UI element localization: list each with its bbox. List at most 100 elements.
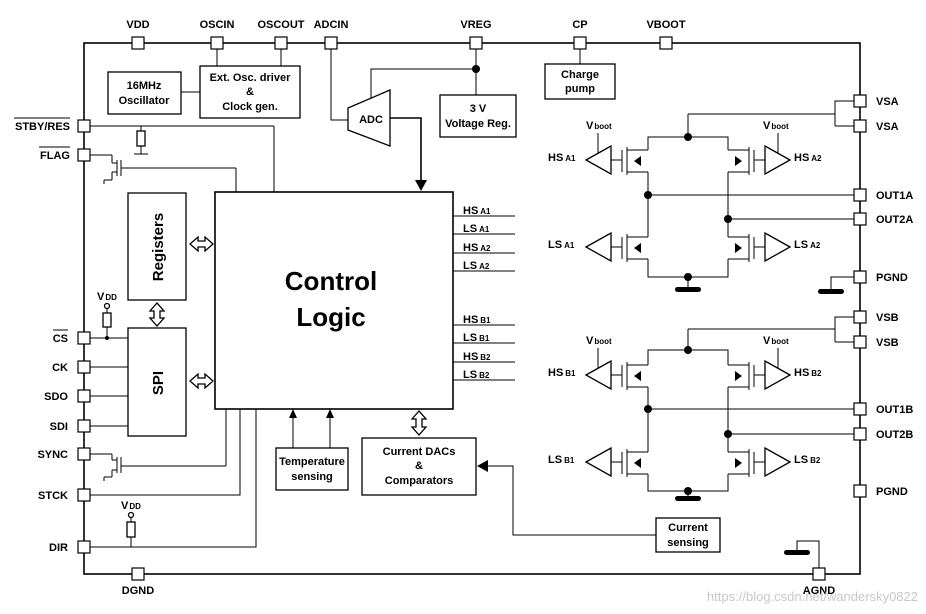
vdd-pullup-dir: VDD bbox=[121, 500, 141, 547]
pin-vdd-top[interactable] bbox=[131, 36, 145, 50]
pin-label-vsb-2: VSB bbox=[876, 337, 899, 349]
pin-label-vsa-2: VSA bbox=[876, 121, 899, 133]
pin-vsa-2[interactable] bbox=[853, 119, 867, 133]
control-logic-line-1: Control bbox=[285, 266, 377, 296]
ext-osc-line-2: & bbox=[246, 86, 254, 98]
pin-cs[interactable] bbox=[77, 331, 91, 345]
spi-logic-double-arrow-icon bbox=[189, 372, 214, 390]
pin-label-oscout: OSCOUT bbox=[257, 19, 304, 31]
pin-oscout[interactable] bbox=[274, 36, 288, 50]
pin-label-vreg: VREG bbox=[460, 19, 491, 31]
pin-sdo[interactable] bbox=[77, 389, 91, 403]
pin-label-pgnd-a: PGND bbox=[876, 272, 908, 284]
driver-ls-a1-icon bbox=[584, 231, 612, 263]
bridge-b-ground-icon bbox=[675, 496, 701, 501]
pin-label-vsb-1: VSB bbox=[876, 312, 899, 324]
adc-arrow-icon bbox=[415, 180, 427, 191]
pin-sync[interactable] bbox=[77, 447, 91, 461]
pin-vsb-1[interactable] bbox=[853, 310, 867, 324]
pin-label-out1b: OUT1B bbox=[876, 404, 913, 416]
pin-dgnd[interactable] bbox=[131, 567, 145, 581]
temperature-sensing-block: Temperature sensing bbox=[275, 447, 349, 491]
pin-cp[interactable] bbox=[573, 36, 587, 50]
driver-ls-b2-icon bbox=[764, 446, 792, 478]
control-logic-line-2: Logic bbox=[296, 302, 365, 332]
pin-vreg[interactable] bbox=[469, 36, 483, 50]
pin-label-adcin: ADCIN bbox=[314, 19, 349, 31]
pin-stby-res[interactable] bbox=[77, 119, 91, 133]
charge-pump-line-1: Charge bbox=[561, 69, 599, 81]
pin-oscin[interactable] bbox=[210, 36, 224, 50]
pin-sdi[interactable] bbox=[77, 419, 91, 433]
pin-pgnd-b[interactable] bbox=[853, 484, 867, 498]
watermark-text: https://blog.csdn.net/wandersky0822 bbox=[707, 589, 918, 604]
adc-label: ADC bbox=[359, 114, 383, 126]
current-dacs-block: Current DACs & Comparators bbox=[361, 437, 477, 496]
pin-label-stby-res: STBY/RES bbox=[15, 121, 70, 133]
bridge-a-vboot-right: Vboot bbox=[763, 120, 789, 132]
charge-pump-line-2: pump bbox=[565, 83, 595, 95]
pin-stck[interactable] bbox=[77, 488, 91, 502]
pin-vboot[interactable] bbox=[659, 36, 673, 50]
pin-label-agnd: AGND bbox=[803, 585, 835, 597]
registers-label: Registers bbox=[150, 213, 167, 281]
pin-label-sdi: SDI bbox=[50, 421, 68, 433]
vdd-pullup-spi: VDD bbox=[97, 291, 117, 340]
stby-res-circuit bbox=[90, 125, 275, 192]
logic-dacs-double-arrow-icon bbox=[410, 410, 428, 436]
flag-transistor-icon bbox=[90, 154, 237, 192]
pin-agnd[interactable] bbox=[812, 567, 826, 581]
registers-logic-double-arrow-icon bbox=[189, 235, 214, 253]
sync-transistor-icon bbox=[90, 409, 227, 481]
vdd-label-spi: VDD bbox=[97, 291, 117, 303]
pin-label-cp: CP bbox=[572, 19, 587, 31]
adc-ref-wire bbox=[370, 68, 476, 99]
adc-block: ADC bbox=[347, 89, 391, 147]
agnd-ground-icon bbox=[784, 540, 820, 568]
charge-pump-block: Charge pump bbox=[544, 63, 616, 100]
pin-label-out2b: OUT2B bbox=[876, 429, 913, 441]
pgnd-a-ground-icon bbox=[818, 289, 844, 294]
pin-label-vdd: VDD bbox=[126, 19, 149, 31]
pin-label-oscin: OSCIN bbox=[200, 19, 235, 31]
top-pins: VDD OSCIN OSCOUT ADCIN VREG CP VBOOT bbox=[126, 19, 686, 50]
pin-label-flag: FLAG bbox=[40, 150, 70, 162]
pin-adcin[interactable] bbox=[324, 36, 338, 50]
temp-line-2: sensing bbox=[291, 471, 333, 483]
pin-dir[interactable] bbox=[77, 540, 91, 554]
pin-out1a[interactable] bbox=[853, 188, 867, 202]
pin-flag[interactable] bbox=[77, 148, 91, 162]
sensing-to-dacs-wire bbox=[488, 465, 656, 536]
stck-dir-wires bbox=[90, 409, 257, 548]
pin-vsa-1[interactable] bbox=[853, 94, 867, 108]
pin-out2a[interactable] bbox=[853, 212, 867, 226]
pin-vsb-2[interactable] bbox=[853, 335, 867, 349]
ext-osc-line-1: Ext. Osc. driver bbox=[210, 72, 291, 84]
adc-to-logic-wire bbox=[390, 117, 422, 180]
pin-label-ck: CK bbox=[52, 362, 68, 374]
bridge-b-vboot-right: Vboot bbox=[763, 335, 789, 347]
osc-16mhz-line-1: 16MHz bbox=[127, 80, 162, 92]
pin-label-dir: DIR bbox=[49, 542, 68, 554]
pin-ck[interactable] bbox=[77, 360, 91, 374]
vreg-3v-line-2: Voltage Reg. bbox=[445, 118, 511, 130]
current-sensing-line-2: sensing bbox=[667, 537, 709, 549]
pin-pgnd-a[interactable] bbox=[853, 270, 867, 284]
pin-label-out2a: OUT2A bbox=[876, 214, 913, 226]
pin-label-sync: SYNC bbox=[37, 449, 68, 461]
pin-out1b[interactable] bbox=[853, 402, 867, 416]
pin-out2b[interactable] bbox=[853, 427, 867, 441]
osc-16mhz-line-2: Oscillator bbox=[119, 95, 170, 107]
